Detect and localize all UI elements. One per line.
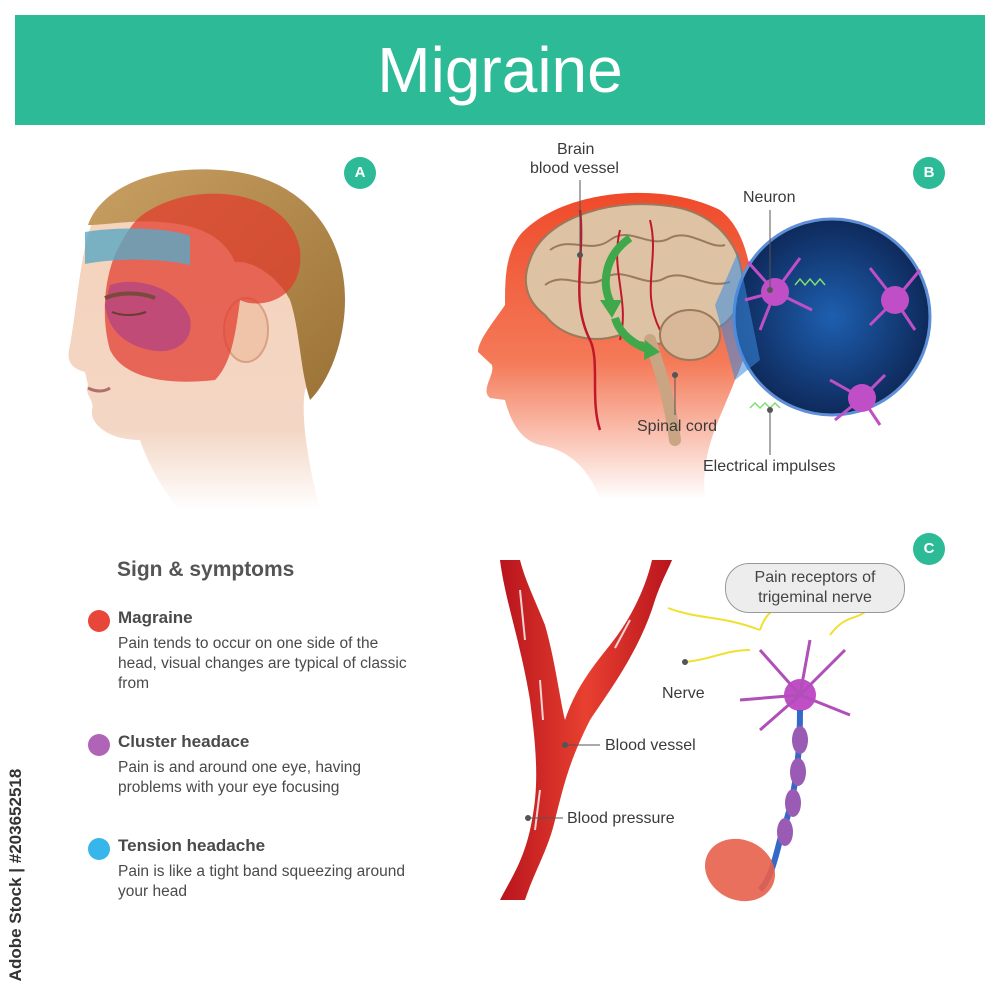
symptom-migraine: Magraine Pain tends to occur on one side… [88,608,418,708]
blood-vessel-label: Blood vessel [605,737,696,754]
symptom-name: Tension headache [118,836,266,855]
symptom-name: Magraine [118,608,193,627]
symptoms-heading: Sign & symptoms [117,558,295,581]
brain-vessel-label-line2: blood vessel [530,160,619,177]
synapse-terminal [704,838,776,902]
symptom-cluster: Cluster headace Pain is and around one e… [88,732,418,812]
panel-c-badge: C [913,533,945,565]
stock-credit-text: Adobe Stock | #203652518 [6,768,25,982]
symptom-description: Pain is and around one eye, having probl… [118,759,362,796]
panel-b-badge: B [913,157,945,189]
cluster-zone [105,281,191,352]
spinal-cord-label: Spinal cord [637,418,718,435]
pain-receptors-line2: trigeminal nerve [758,589,872,606]
pain-receptors-callout: Pain receptors of trigeminal nerve [725,563,905,613]
neuron-label: Neuron [743,189,796,206]
nerve-label: Nerve [662,685,705,702]
electrical-impulses-label: Electrical impulses [703,458,836,475]
migraine-color-dot [88,610,110,632]
stock-credit: Adobe Stock | #203652518 [3,765,29,985]
symptom-description: Pain is like a tight band squeezing arou… [118,863,405,900]
title-banner: Migraine [15,15,985,125]
brain-vessel-label-line1: Brain [557,141,595,158]
panel-a-badge: A [344,157,376,189]
blood-pressure-label: Blood pressure [567,810,675,827]
tension-band [85,228,190,265]
symptom-description: Pain tends to occur on one side of the h… [118,635,407,692]
blood-vessel-shape [500,560,672,900]
symptom-tension: Tension headache Pain is like a tight ba… [88,836,418,916]
tension-color-dot [88,838,110,860]
pain-receptors-line1: Pain receptors of [754,569,876,586]
page-title: Migraine [377,34,623,106]
cluster-color-dot [88,734,110,756]
symptom-name: Cluster headace [118,732,250,751]
